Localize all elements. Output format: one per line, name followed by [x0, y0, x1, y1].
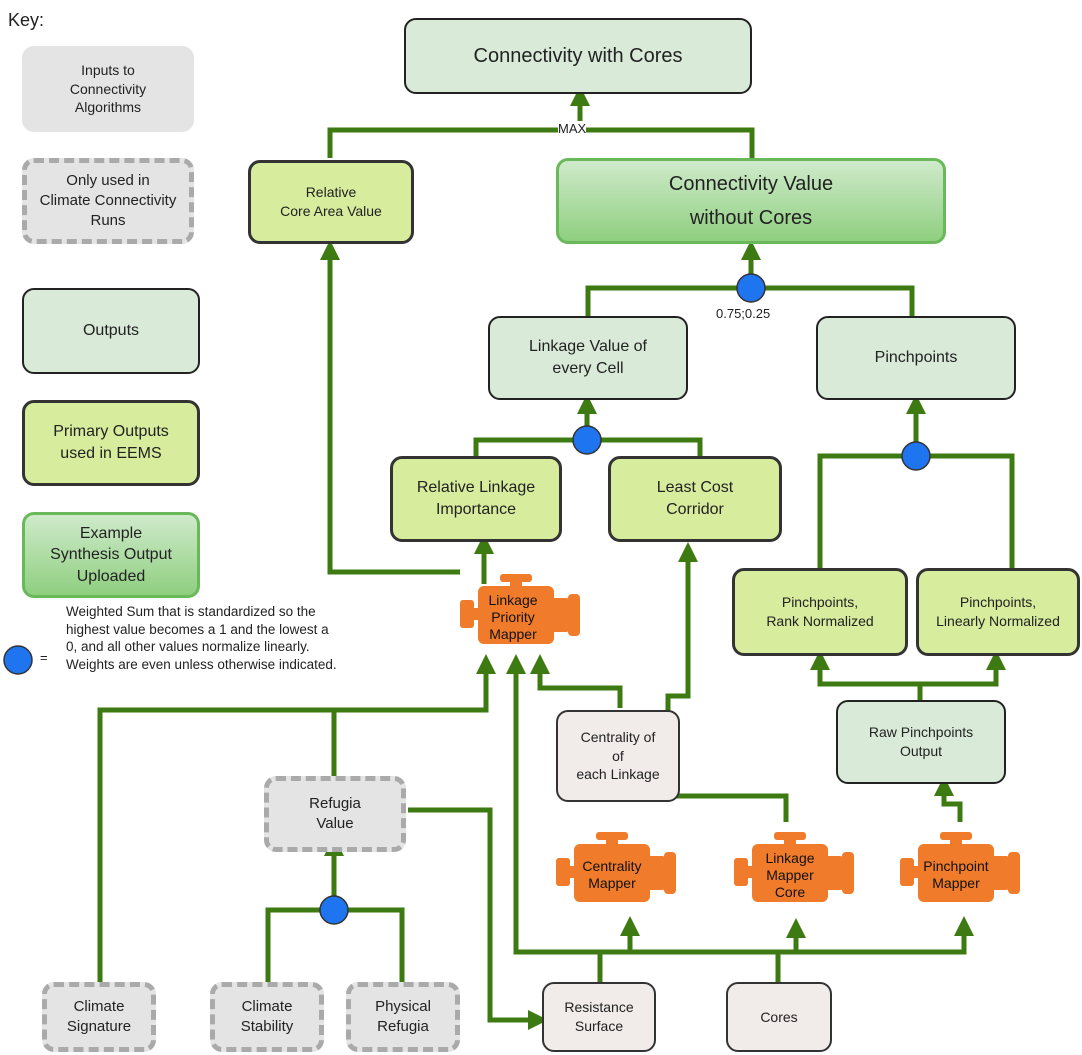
node-pinchpoints-linear: Pinchpoints, Linearly Normalized	[916, 568, 1080, 656]
edge-rel-linkage-to-dot	[473, 437, 587, 456]
node-relative-core-area: Relative Core Area Value	[248, 160, 414, 244]
pinchpoint-mapper-label: Pinchpoint Mapper	[923, 858, 989, 891]
edge-centrality-to-mapper	[530, 654, 623, 708]
node-refugia-label: Refugia Value	[309, 794, 361, 832]
key-synthesis-label: Example Synthesis Output Uploaded	[50, 524, 172, 585]
edge-bus-to-pinch	[796, 916, 974, 955]
node-pinchpoints-label: Pinchpoints	[874, 349, 958, 367]
node-pinchpoints-rank: Pinchpoints, Rank Normalized	[732, 568, 908, 656]
node-physical-refugia-label: Physical Refugia	[375, 997, 431, 1035]
node-connectivity-with-cores-label: Connectivity with Cores	[473, 44, 683, 67]
node-climate-signature-label: Climate Signature	[66, 997, 132, 1035]
node-connectivity-without-cores: Connectivity Value without Cores	[556, 158, 946, 244]
edge-physical-to-dot	[334, 907, 405, 982]
key-outputs-box: Outputs	[22, 288, 200, 374]
edge-resistance-up	[506, 654, 603, 982]
edge-pinch-to-dot	[751, 285, 915, 316]
node-relative-linkage-label: Relative Linkage Importance	[416, 479, 536, 518]
edge-core-area-to-max	[327, 127, 580, 158]
node-climate-stability: Climate Stability	[210, 982, 324, 1052]
max-label: MAX	[558, 121, 587, 136]
key-inputs-box: Inputs to Connectivity Algorithms	[22, 46, 194, 132]
edge-bus-to-centrality	[600, 916, 640, 955]
edge-least-cost-to-dot	[587, 437, 703, 456]
node-relative-linkage-importance: Relative Linkage Importance	[390, 456, 562, 542]
node-physical-refugia: Physical Refugia	[346, 982, 460, 1052]
edge-mapper-to-core-area	[320, 240, 460, 575]
node-climate-stability-label: Climate Stability	[240, 997, 294, 1035]
weighted-sum-dot-linkage	[572, 425, 602, 455]
edge-without-cores-to-max	[580, 127, 755, 158]
node-pinchpoints: Pinchpoints	[816, 316, 1016, 400]
edge-refugia-to-resistance	[408, 807, 548, 1030]
node-refugia-value: Refugia Value	[264, 776, 406, 852]
node-cores: Cores	[726, 982, 832, 1052]
weights-label: 0.75;0.25	[716, 306, 771, 321]
key-primary-label: Primary Outputs used in EEMS	[53, 423, 169, 462]
node-centrality: Centrality of of each Linkage	[556, 710, 680, 802]
node-raw-pinchpoints-label: Raw Pinchpoints Output	[868, 724, 974, 759]
weighted-sum-dot-pinchpoints	[901, 441, 931, 471]
key-inputs-label: Inputs to Connectivity Algorithms	[69, 61, 147, 116]
key-climate-only-label: Only used in Climate Connectivity Runs	[39, 171, 177, 230]
key-dot-note: Weighted Sum that is standardized so the…	[66, 604, 337, 672]
edge-climate-sig-to-mapper	[97, 654, 496, 982]
node-pinchpoints-rank-label: Pinchpoints, Rank Normalized	[766, 594, 874, 629]
node-resistance-surface: Resistance Surface	[542, 982, 656, 1052]
key-equals-sign: =	[40, 650, 48, 665]
node-raw-pinchpoints: Raw Pinchpoints Output	[836, 700, 1006, 784]
key-primary-box: Primary Outputs used in EEMS	[22, 400, 200, 486]
linkage-priority-mapper-label: Linkage Priority Mapper	[488, 592, 538, 642]
weighted-sum-dot-connectivity	[736, 273, 766, 303]
key-synthesis-box: Example Synthesis Output Uploaded	[22, 512, 200, 598]
node-resistance-surface-label: Resistance Surface	[564, 999, 634, 1034]
node-centrality-label: Centrality of of each Linkage	[576, 728, 660, 783]
edge-stability-to-dot	[265, 907, 334, 982]
edge-pinch-mapper-to-raw	[934, 776, 963, 822]
edge-raw-to-pp-linear	[920, 650, 1006, 687]
key-outputs-label: Outputs	[82, 322, 140, 340]
node-connectivity-with-cores: Connectivity with Cores	[404, 18, 752, 94]
node-climate-signature: Climate Signature	[42, 982, 156, 1052]
edge-pp-rank-to-dot	[817, 453, 916, 568]
key-title: Key:	[8, 10, 45, 30]
edge-pp-linear-to-dot	[916, 453, 1015, 568]
node-cores-label: Cores	[760, 1008, 798, 1025]
key-weighted-sum-dot	[3, 645, 33, 675]
node-linkage-value: Linkage Value of every Cell	[488, 316, 688, 400]
key-climate-only-box: Only used in Climate Connectivity Runs	[22, 158, 194, 244]
node-pinchpoints-linear-label: Pinchpoints, Linearly Normalized	[936, 594, 1060, 629]
edge-linkage-to-dot	[585, 285, 751, 316]
edge-raw-to-pp-rank	[810, 650, 923, 700]
node-linkage-value-label: Linkage Value of every Cell	[528, 338, 647, 377]
edge-bus-to-lm-core	[630, 918, 806, 955]
weighted-sum-dot-refugia	[319, 895, 349, 925]
centrality-mapper-label: Centrality Mapper	[582, 858, 642, 891]
linkage-mapper-core-label: Linkage Mapper Core	[765, 850, 815, 900]
node-least-cost-corridor: Least Cost Corridor	[608, 456, 782, 542]
node-least-cost-label: Least Cost Corridor	[656, 479, 734, 518]
node-relative-core-area-label: Relative Core Area Value	[280, 184, 382, 219]
node-connectivity-without-cores-label: Connectivity Value without Cores	[668, 173, 834, 229]
